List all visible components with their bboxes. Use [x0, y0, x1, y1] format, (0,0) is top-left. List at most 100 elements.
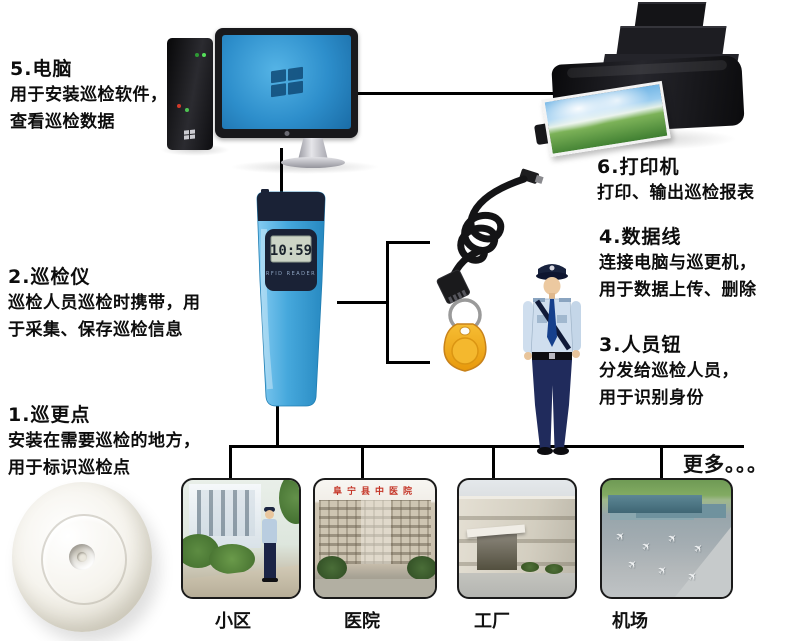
- guard-pocket-right: [557, 315, 567, 323]
- photo-residence: [181, 478, 301, 599]
- note-computer-heading: 5.电脑: [10, 58, 73, 80]
- residence-guard-head: [265, 510, 274, 519]
- residence-windows: [197, 490, 255, 536]
- more-label: 更多。。。: [683, 452, 768, 476]
- note-computer-line2: 查看巡检数据: [10, 112, 115, 132]
- note-patrol-reader-line1: 巡检人员巡检时携带，用: [8, 293, 201, 313]
- note-computer: 5.电脑 用于安装巡检软件， 查看巡检数据: [10, 56, 168, 136]
- line-bracket-to-keyfob: [389, 361, 430, 364]
- guard-trousers: [532, 360, 572, 448]
- label-residence: 小区: [215, 611, 251, 632]
- plane-icon: ✈: [638, 538, 655, 555]
- note-data-cable-line2: 用于数据上传、删除: [599, 280, 757, 300]
- note-personnel-tag-line2: 用于识别身份: [599, 388, 704, 408]
- plane-icon: ✈: [612, 528, 629, 545]
- residence-bush: [209, 544, 255, 574]
- windows-logo-icon: [270, 66, 303, 98]
- computer-tower: [167, 38, 213, 150]
- monitor-base: [281, 157, 345, 168]
- disc-ridge: [41, 513, 127, 605]
- airport-terminal: [608, 495, 702, 513]
- note-patrol-point-line1: 安装在需要巡检的地方，: [8, 431, 201, 451]
- residence-guard-legs: [264, 543, 276, 579]
- cable-connector: [436, 269, 470, 304]
- usb-data-cable: [436, 168, 544, 304]
- monitor-screen: [222, 35, 351, 129]
- disc-center-hole: [69, 544, 95, 570]
- guard-left-hand: [524, 352, 532, 360]
- power-led-icon: [202, 53, 206, 57]
- guard-right-hand: [572, 350, 580, 358]
- label-airport: 机场: [612, 611, 648, 632]
- note-patrol-point-line2: 用于标识巡检点: [8, 458, 131, 478]
- line-drop-residence: [229, 448, 232, 479]
- line-bracket-vertical: [386, 241, 389, 364]
- monitor-brand-dot: [284, 131, 289, 136]
- factory-shrub: [545, 564, 563, 574]
- monitor-stand: [298, 138, 328, 160]
- guard-right-arm: [571, 301, 581, 351]
- note-patrol-point: 1.巡更点 安装在需要巡检的地方， 用于标识巡检点: [8, 402, 201, 482]
- plane-icon: ✈: [654, 562, 671, 579]
- line-device-to-bus: [276, 406, 279, 447]
- guard-shoe-left: [537, 447, 553, 455]
- note-data-cable: 4.数据线 连接电脑与巡更机， 用于数据上传、删除: [599, 224, 757, 304]
- note-data-cable-heading: 4.数据线: [599, 226, 682, 248]
- guard-cap-badge: [549, 265, 555, 271]
- note-patrol-reader: 2.巡检仪 巡检人员巡检时携带，用 于采集、保存巡检信息: [8, 264, 201, 344]
- device-lcd: [270, 235, 312, 263]
- green-led-icon: [185, 108, 189, 112]
- printer: [534, 2, 747, 158]
- hospital-ground: [315, 579, 435, 597]
- line-device-to-bracket: [337, 301, 388, 304]
- residence-guard-cap: [264, 507, 275, 512]
- note-personnel-tag: 3.人员钮 分发给巡检人员， 用于识别身份: [599, 332, 739, 412]
- residence-vine: [279, 480, 299, 524]
- note-computer-line1: 用于安装巡检软件，: [10, 85, 168, 105]
- photo-airport: ✈ ✈ ✈ ✈ ✈ ✈ ✈: [600, 478, 733, 599]
- line-bus: [229, 445, 744, 448]
- line-monitor-to-printer: [352, 92, 570, 95]
- factory-shrub: [521, 562, 539, 572]
- patrol-point-disc: [12, 482, 152, 632]
- windows-logo-icon: [184, 129, 196, 141]
- note-printer-line1: 打印、输出巡检报表: [597, 183, 755, 203]
- guard-shoe-right: [553, 447, 569, 455]
- photo-factory: [457, 478, 577, 599]
- label-factory: 工厂: [474, 611, 510, 632]
- plane-icon: ✈: [664, 530, 681, 547]
- device-top-cap: [257, 192, 325, 221]
- personnel-keyfob: [443, 298, 487, 372]
- line-bracket-to-cable: [389, 241, 430, 244]
- note-patrol-reader-heading: 2.巡检仪: [8, 266, 91, 288]
- hospital-center-column: [361, 500, 391, 564]
- hospital-tree: [317, 556, 347, 580]
- line-drop-hospital: [361, 448, 364, 479]
- note-patrol-point-heading: 1.巡更点: [8, 404, 91, 426]
- keyfob-inner-disc: [451, 337, 479, 365]
- cable-coil: [447, 175, 528, 289]
- hospital-tree: [407, 556, 435, 580]
- plane-icon: ✈: [624, 556, 641, 573]
- guard-left-arm: [523, 301, 533, 353]
- guard-tie: [547, 299, 557, 347]
- lcd-time: 10:59: [270, 243, 312, 259]
- guard-pocket-left: [537, 315, 547, 323]
- note-printer-heading: 6.打印机: [597, 156, 680, 178]
- note-data-cable-line1: 连接电脑与巡更机，: [599, 253, 757, 273]
- note-personnel-tag-heading: 3.人员钮: [599, 334, 682, 356]
- patrol-reader-device: 10:59 RFID READER: [256, 189, 326, 407]
- guard-cap-brim: [536, 272, 568, 280]
- guard-neck: [549, 293, 555, 299]
- line-drop-factory: [492, 448, 495, 479]
- red-led-icon: [177, 104, 181, 108]
- guard-face: [543, 277, 561, 295]
- photo-hospital: 阜宁县中医院: [313, 478, 437, 599]
- guard-belt-buckle: [549, 353, 555, 359]
- note-printer: 6.打印机 打印、输出巡检报表: [597, 154, 755, 207]
- guard-epaulette-right: [559, 298, 571, 302]
- line-monitor-to-device: [280, 148, 283, 192]
- residence-guard-torso: [262, 519, 277, 544]
- line-drop-airport: [660, 448, 663, 479]
